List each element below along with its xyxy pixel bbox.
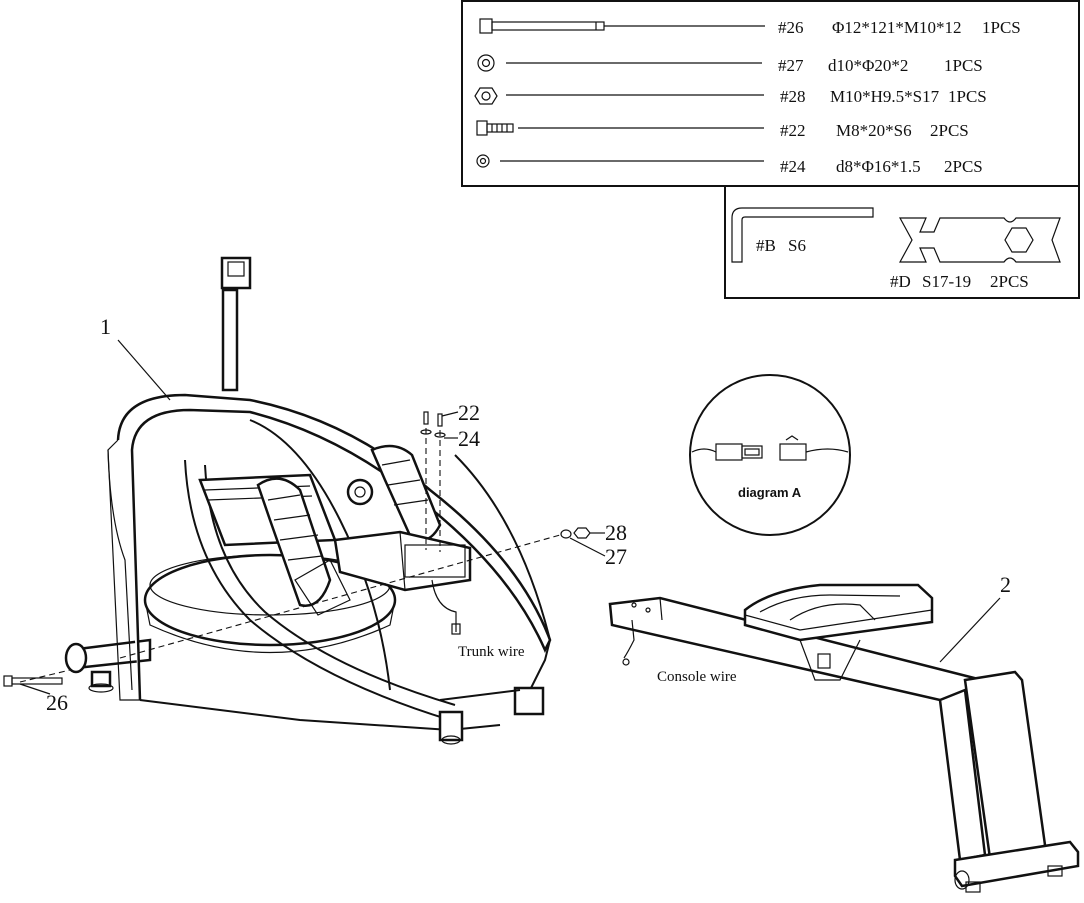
callout-nut-28: 28 <box>605 520 627 545</box>
rear-stand <box>938 670 1080 893</box>
part-spec: Φ12*121*M10*12 <box>832 18 962 37</box>
console-mount <box>220 256 252 290</box>
flywheel-hub <box>346 478 374 506</box>
foot-left <box>90 670 112 688</box>
hex-bolt-icon <box>476 120 514 136</box>
seat <box>743 583 934 642</box>
trunk-wire-label: Trunk wire <box>458 644 525 660</box>
allen-key-part: #B <box>756 236 776 255</box>
hardware-in-place <box>3 411 591 687</box>
callout-rail: 2 <box>1000 572 1011 597</box>
trunk-wire <box>431 579 457 632</box>
allen-key-icon <box>731 207 874 263</box>
footrest-left <box>256 477 351 616</box>
small-washer-icon <box>476 154 490 168</box>
hardware-table: #26 Φ12*121*M10*12 1PCS #27 d10*Φ20*2 1P… <box>461 0 1080 187</box>
assembly-lines <box>19 428 561 683</box>
detail-caption: diagram A <box>738 485 802 500</box>
wrench-icon <box>898 217 1061 263</box>
long-bolt-icon <box>479 18 605 34</box>
console-wire <box>623 619 635 659</box>
callout-main-unit: 1 <box>100 314 111 339</box>
connector-detail: diagram A <box>689 374 851 536</box>
part-number: #27 <box>778 56 804 75</box>
detail-circle <box>689 374 851 536</box>
console-wire-label: Console wire <box>657 669 737 685</box>
hardware-row: #22 M8*20*S6 2PCS <box>476 120 969 140</box>
hardware-row: #27 d10*Φ20*2 1PCS <box>477 54 983 75</box>
hardware-row: #24 d8*Φ16*1.5 2PCS <box>476 154 983 176</box>
handle-loop-left <box>184 459 451 721</box>
part-qty: 1PCS <box>982 18 1021 37</box>
washer-icon <box>477 54 495 72</box>
console-post <box>221 288 239 392</box>
part-qty: 2PCS <box>930 121 969 140</box>
callout-bolt-26: 26 <box>46 690 68 715</box>
hardware-row: #26 Φ12*121*M10*12 1PCS <box>479 18 1021 37</box>
part-number: #22 <box>780 121 806 140</box>
handle-loop-right <box>249 419 391 691</box>
wrench-spec: S17-19 <box>922 272 971 291</box>
part-spec: M10*H9.5*S17 <box>830 87 940 106</box>
part-spec: d10*Φ20*2 <box>828 56 908 75</box>
part-spec: d8*Φ16*1.5 <box>836 157 921 176</box>
foot-right <box>513 686 545 716</box>
callout-bolt-22: 22 <box>458 400 480 425</box>
callout-washer-24: 24 <box>458 426 480 451</box>
rail <box>608 583 1080 893</box>
part-number: #24 <box>780 157 806 176</box>
callouts: 1 2 22 24 28 27 26 Trunk wire Console wi… <box>19 314 1011 715</box>
allen-key-spec: S6 <box>788 236 806 255</box>
part-spec: M8*20*S6 <box>836 121 912 140</box>
connector-icon <box>691 435 849 461</box>
part-number: #26 <box>778 18 804 37</box>
main-unit <box>64 256 552 745</box>
part-qty: 1PCS <box>944 56 983 75</box>
part-qty: 1PCS <box>948 87 987 106</box>
tools-box-frame <box>724 185 1080 299</box>
callout-washer-27: 27 <box>605 544 627 569</box>
part-qty: 2PCS <box>944 157 983 176</box>
part-number: #28 <box>780 87 806 106</box>
tools-box: #B S6 #D S17-19 2PCS <box>724 185 1080 299</box>
seat-carriage <box>799 639 861 681</box>
nut-icon <box>474 87 498 105</box>
hardware-row: #28 M10*H9.5*S17 1PCS <box>474 87 987 106</box>
rear-base-bar <box>953 840 1080 888</box>
wrench-part: #D <box>890 272 911 291</box>
wrench-qty: 2PCS <box>990 272 1029 291</box>
